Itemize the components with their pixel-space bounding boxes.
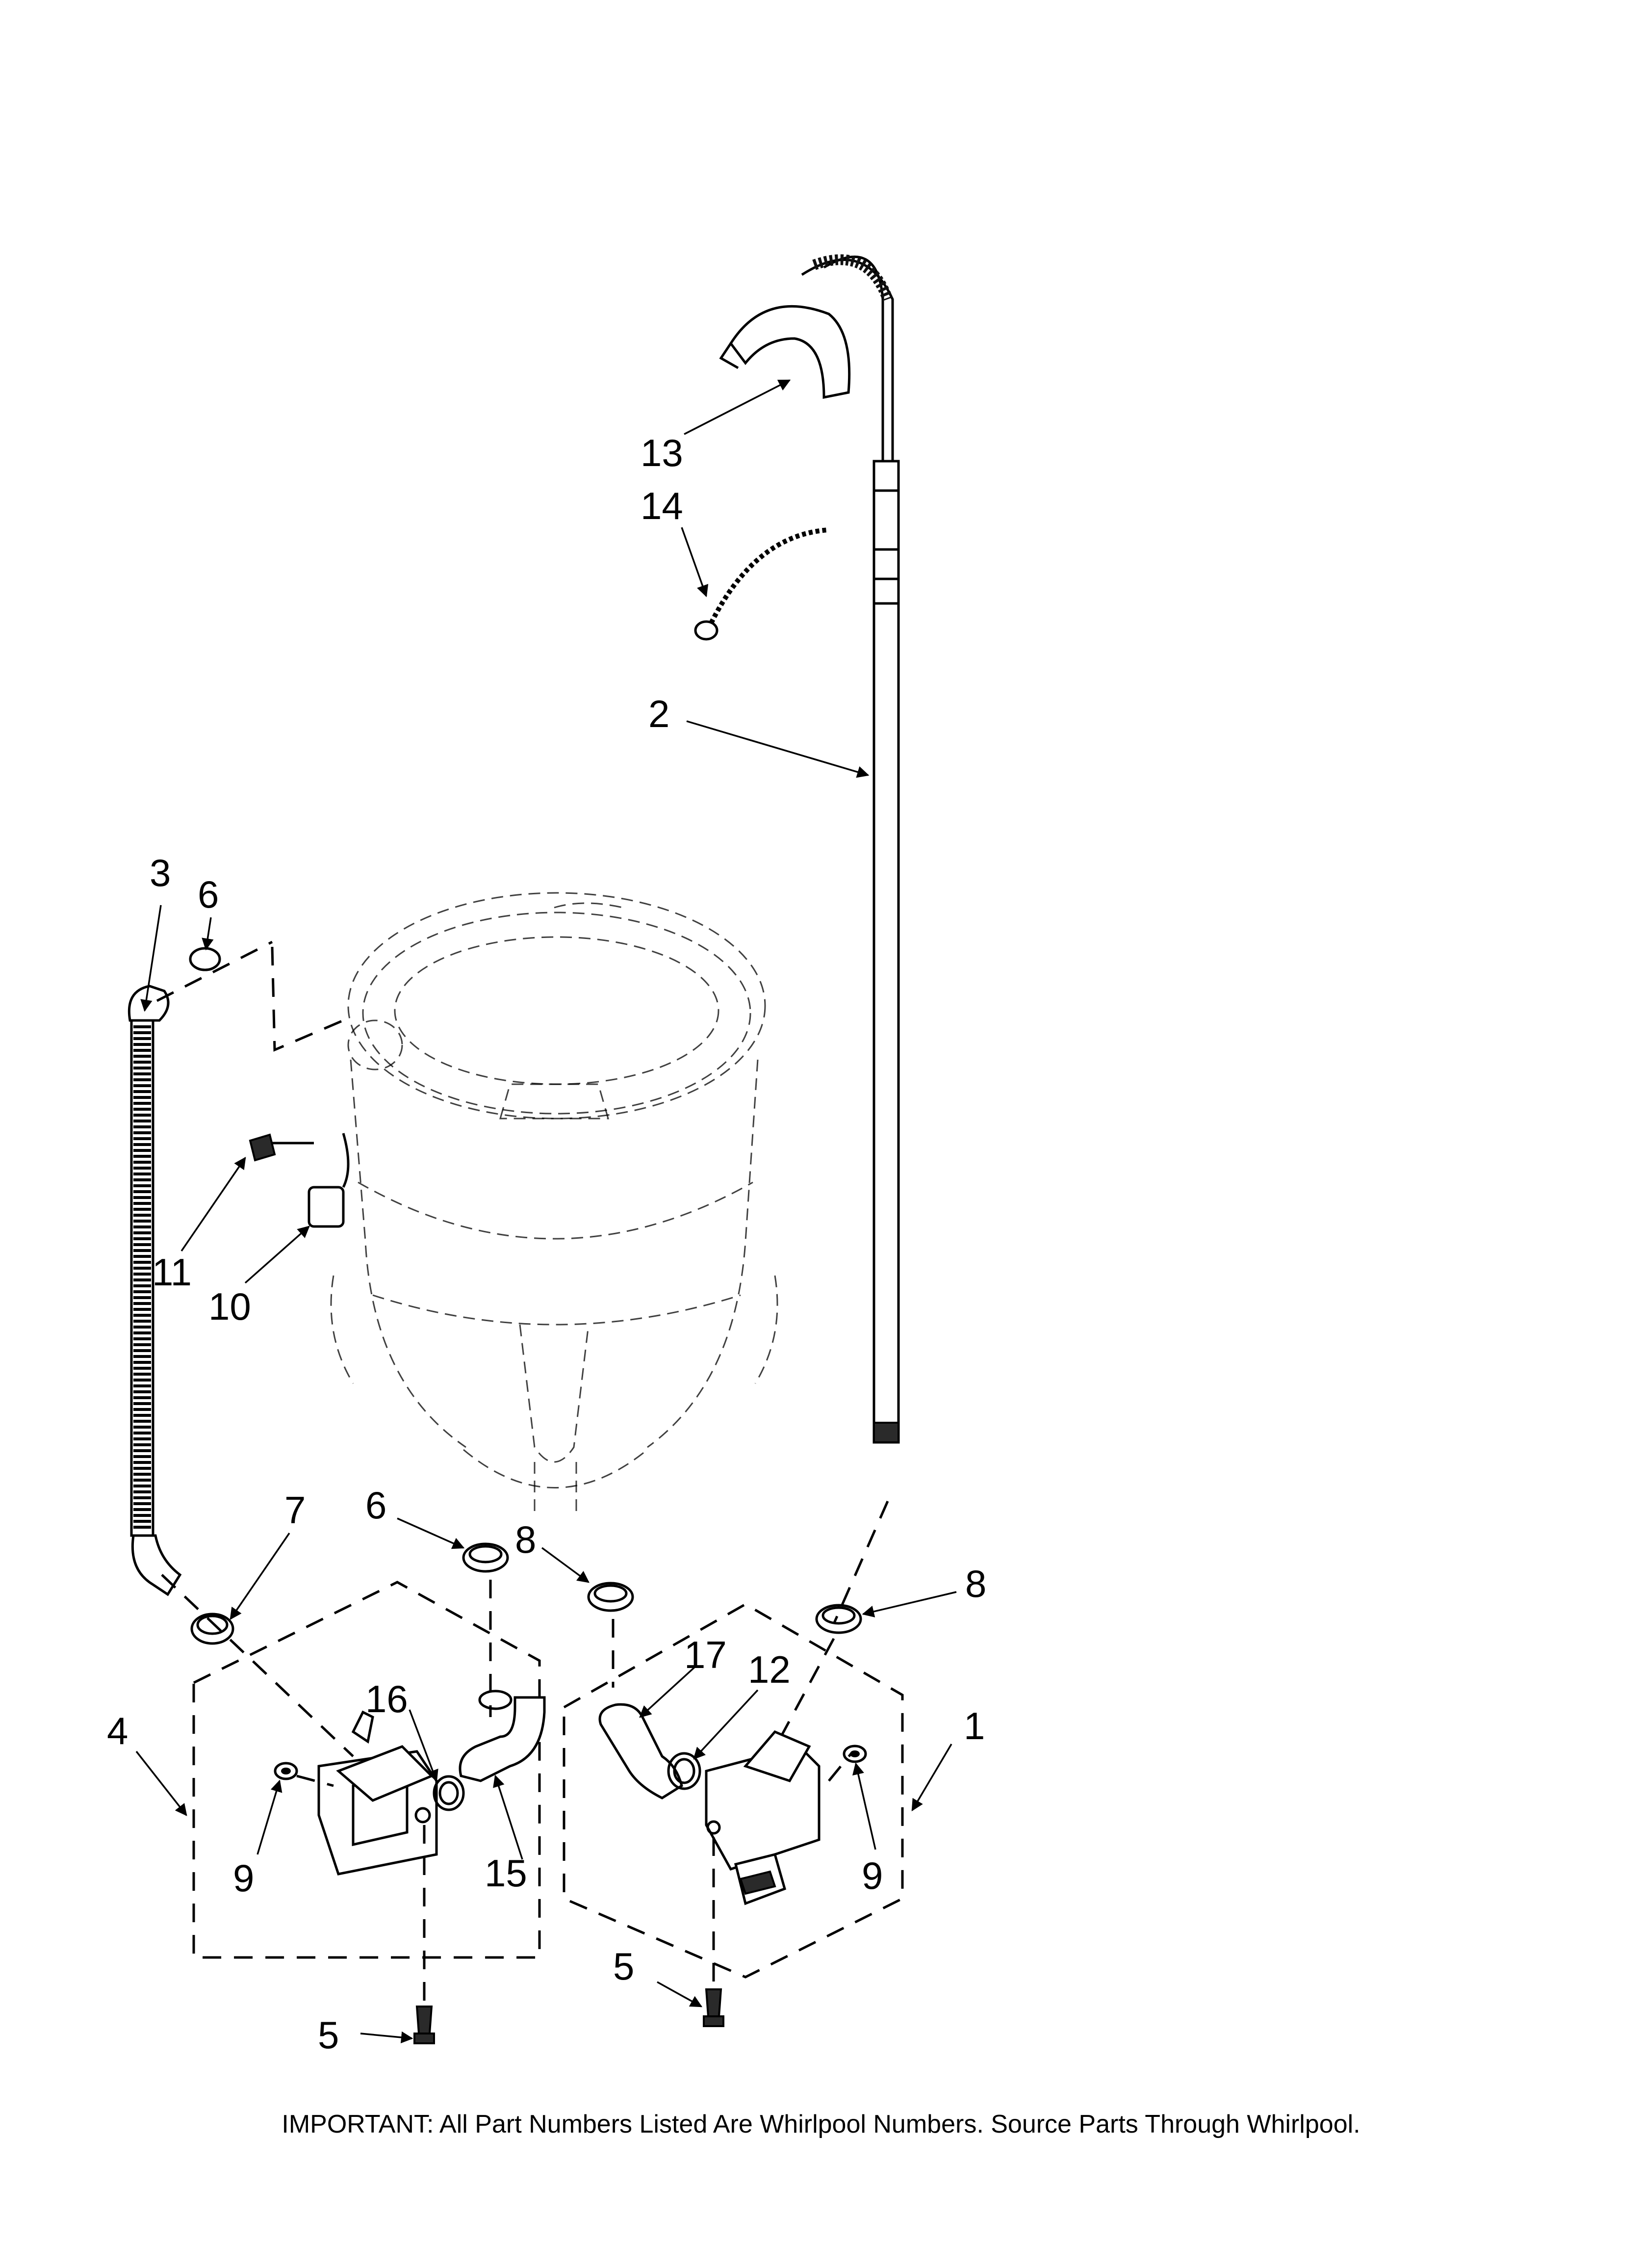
- callout-15: 15: [485, 1851, 527, 1895]
- callout-7: 7: [284, 1488, 306, 1532]
- callout-12: 12: [748, 1648, 791, 1691]
- clamp-part-12: [667, 1752, 701, 1790]
- tie-strap-part-14: [694, 527, 829, 641]
- elbow-part-17: [598, 1703, 683, 1799]
- screw-part-5-right: [703, 1837, 724, 2027]
- screw-part-5-left: [413, 1825, 435, 2044]
- callout-17: 17: [684, 1633, 727, 1676]
- callout-5-right: 5: [613, 1945, 634, 1988]
- callout-9-right: 9: [862, 1854, 883, 1897]
- elbow-part-15: [459, 1690, 546, 1782]
- callout-3: 3: [150, 851, 171, 894]
- callout-2: 2: [648, 692, 669, 735]
- callout-5-left: 5: [318, 2013, 339, 2057]
- clamp-part-8-middle: [587, 1582, 634, 1688]
- pump-kit-part-1: [563, 1603, 904, 1979]
- callout-8-right: 8: [965, 1562, 986, 1605]
- clamp-part-7: [161, 1574, 354, 1757]
- callout-6-top: 6: [198, 873, 219, 916]
- callout-13: 13: [641, 431, 683, 474]
- callout-14: 14: [641, 484, 683, 527]
- screw-part-11: [249, 1133, 314, 1162]
- tub-outline: [330, 892, 778, 1511]
- callout-1: 1: [964, 1704, 985, 1747]
- clamp-part-8-right: [764, 1604, 862, 1767]
- callout-labels: 13 14 2 3 6 11 10 7 6 8 8 17 12 16 4 1 9…: [107, 431, 986, 2057]
- callout-11: 11: [152, 1251, 192, 1294]
- important-footnote: IMPORTANT: All Part Numbers Listed Are W…: [282, 2110, 1360, 2138]
- drain-hose-part-2: [801, 254, 900, 1625]
- hose-clip-part-13: [719, 305, 851, 399]
- callout-8-middle: 8: [515, 1518, 536, 1561]
- callout-6-middle: 6: [365, 1484, 386, 1527]
- bracket-part-10: [308, 1133, 350, 1228]
- callout-10: 10: [208, 1285, 251, 1328]
- leader-lines: [135, 379, 957, 2044]
- clamp-part-6-middle: [462, 1542, 509, 1717]
- callout-9-left: 9: [233, 1856, 254, 1900]
- washer-part-9-left: [274, 1762, 334, 1787]
- clamp-part-16: [433, 1775, 465, 1811]
- clamp-part-6-top: [189, 947, 221, 971]
- callout-16: 16: [365, 1677, 408, 1721]
- washer-part-9-right: [843, 1745, 867, 1763]
- callout-4: 4: [107, 1709, 128, 1752]
